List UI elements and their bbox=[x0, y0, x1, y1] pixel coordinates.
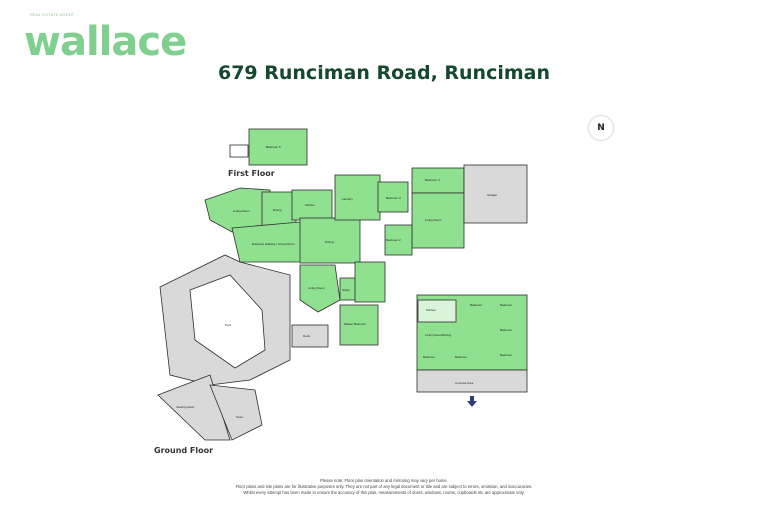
wallace-logo: wallace bbox=[24, 19, 187, 65]
room-label-unit-bedroom-3: Bedroom bbox=[500, 353, 513, 357]
central-service bbox=[334, 174, 381, 221]
room-label-unit-bedroom-5: Bedroom bbox=[455, 355, 468, 359]
ground-floor-label: Ground Floor bbox=[154, 446, 214, 455]
disclaimer-line-1: Please note: Floor plan orientation and … bbox=[320, 478, 448, 483]
room-label-garage: Garage bbox=[487, 193, 497, 197]
room-label-living-east: Living Room bbox=[425, 218, 442, 222]
covered-area bbox=[416, 369, 528, 393]
room-label-living-south: Living Room bbox=[308, 286, 325, 290]
room-label-bedroom-5: Bedroom 5 bbox=[266, 145, 281, 149]
room-label-master: Master Bedroom bbox=[344, 322, 367, 326]
disclaimer-line-2: Floor plans and site plans are for illus… bbox=[235, 484, 533, 489]
room-label-kitchen: Kitchen bbox=[305, 203, 315, 207]
first-floor-bedroom-5 bbox=[248, 128, 308, 166]
first-floor-stair bbox=[229, 144, 249, 158]
room-label-unit-kitchen: Kitchen bbox=[426, 308, 436, 312]
disclaimer-line-3: Whilst every attempt has been made to en… bbox=[243, 490, 525, 495]
disclaimer-footer: Please note: Floor plan orientation and … bbox=[0, 478, 768, 496]
room-label-unit-bedroom-1: Bedroom bbox=[500, 303, 513, 307]
room-label-entrance: Entrance Hallway / Living Room bbox=[252, 242, 295, 246]
deck bbox=[291, 324, 329, 348]
living-east bbox=[411, 192, 465, 249]
room-label-store: Store bbox=[236, 415, 244, 419]
room-label-viewing-deck: Viewing Deck bbox=[176, 405, 195, 409]
viewing-deck bbox=[157, 374, 231, 441]
kitchen-block bbox=[291, 189, 333, 221]
compass-label: N bbox=[597, 123, 605, 133]
dining-main bbox=[299, 217, 361, 264]
room-labels: Bedroom 5 Living Room Dining Kitchen Lau… bbox=[176, 145, 513, 419]
store-area bbox=[209, 384, 263, 441]
pool bbox=[189, 274, 266, 369]
page-title: 679 Runciman Road, Runciman bbox=[217, 62, 551, 84]
bedroom-3-block bbox=[377, 181, 409, 213]
room-label-dining-main: Dining bbox=[325, 240, 334, 244]
bedroom-2-block bbox=[384, 224, 413, 256]
room-label-unit-bedroom-4: Bedroom bbox=[423, 355, 436, 359]
room-label-dining: Dining bbox=[273, 208, 282, 212]
first-floor-label: First Floor bbox=[228, 169, 275, 178]
room-label-study: Study bbox=[342, 288, 350, 292]
room-label-covered-area: Covered Area bbox=[455, 381, 474, 385]
passage bbox=[354, 261, 386, 303]
unit-kitchen bbox=[417, 299, 457, 323]
logo-tagline: REAL ESTATE AGENT bbox=[30, 12, 75, 17]
room-label-living: Living Room bbox=[233, 209, 250, 213]
room-label-bedroom-3: Bedroom 3 bbox=[386, 196, 401, 200]
master-bedroom bbox=[339, 304, 379, 346]
garage bbox=[463, 164, 528, 224]
north-compass-icon: N bbox=[589, 116, 613, 140]
bedroom-4-block bbox=[411, 167, 465, 194]
entry-arrow-icon bbox=[467, 396, 477, 407]
room-label-unit-living: Living Room/Dining bbox=[425, 333, 451, 337]
room-label-laundry: Laundry bbox=[342, 197, 353, 201]
room-label-unit-bedroom-6: Bedroom bbox=[470, 303, 483, 307]
room-label-pool: Pool bbox=[225, 323, 231, 327]
room-label-unit-bedroom-2: Bedroom bbox=[500, 328, 513, 332]
room-label-bedroom-4: Bedroom 4 bbox=[425, 178, 440, 182]
living-south bbox=[299, 264, 341, 313]
room-label-bedroom-2: Bedroom 2 bbox=[386, 238, 401, 242]
room-label-deck: Deck bbox=[303, 334, 310, 338]
